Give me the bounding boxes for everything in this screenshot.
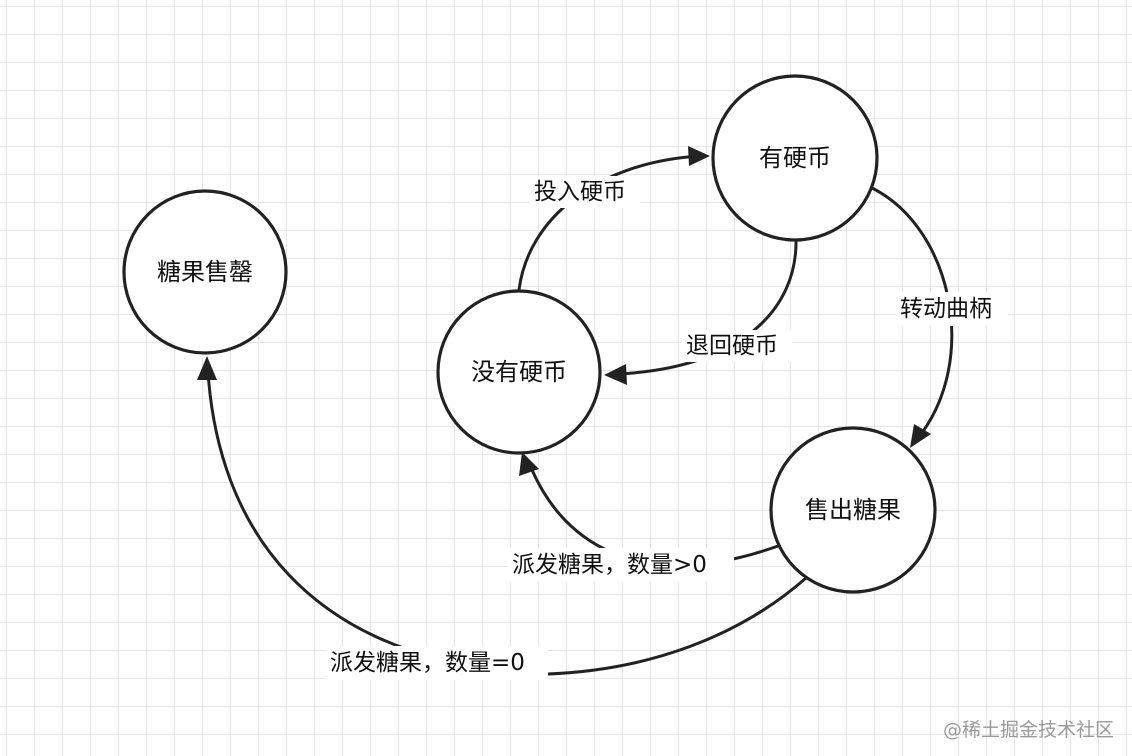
state-sold-out-label: 糖果售罄 — [157, 258, 253, 286]
arrowhead-insert-coin — [688, 146, 710, 166]
arrowhead-dispense-count-gt-zero — [519, 452, 539, 476]
state-has-coin-label: 有硬币 — [759, 144, 831, 172]
state-sold-out: 糖果售罄 — [122, 189, 288, 355]
arrowhead-turn-crank — [910, 424, 931, 448]
label-insert-coin: 投入硬币 — [534, 179, 626, 205]
arrowhead-dispense-count-zero — [197, 356, 217, 380]
label-turn-crank: 转动曲柄 — [900, 296, 992, 322]
label-dispense-count-zero: 派发糖果，数量=0 — [330, 650, 525, 676]
state-no-coin-label: 没有硬币 — [471, 358, 567, 386]
label-dispense-count-gt-zero: 派发糖果，数量>0 — [512, 552, 707, 578]
watermark: @稀土掘金技术社区 — [942, 719, 1114, 741]
label-eject-coin: 退回硬币 — [686, 333, 778, 359]
arrowhead-eject-coin — [604, 364, 627, 385]
state-sold-label: 售出糖果 — [805, 496, 901, 524]
state-sold: 售出糖果 — [769, 426, 937, 594]
state-has-coin: 有硬币 — [711, 74, 879, 242]
state-no-coin: 没有硬币 — [436, 289, 602, 455]
